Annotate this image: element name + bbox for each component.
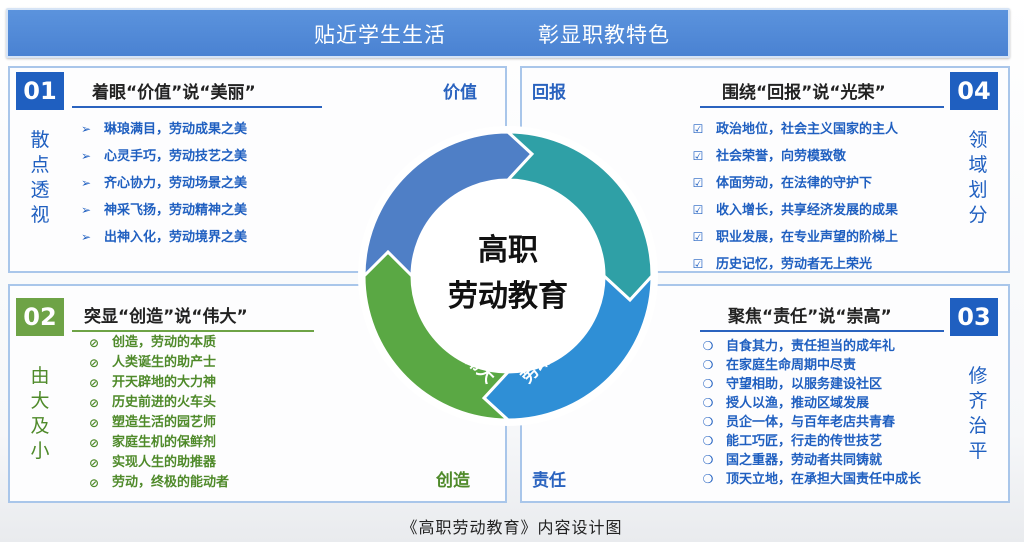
panel-reward-vertical-label: 领 域 划 分 — [966, 128, 990, 228]
panel-reward-title-underline — [700, 106, 944, 108]
panel-reward-tag: 回报 — [532, 83, 566, 103]
check-circle-icon: ⊘ — [88, 456, 100, 470]
check-circle-icon: ⊘ — [88, 396, 100, 410]
center-ring-diagram: 劳动最美丽 劳动最光荣 劳动最崇高 劳动最伟大 高职 劳动教育 — [358, 126, 658, 426]
center-title-line1: 高职 — [478, 233, 538, 268]
vertical-char: 平 — [968, 440, 988, 462]
check-circle-icon: ⊘ — [88, 416, 100, 430]
banner-right-text: 彰显职教特色 — [538, 23, 670, 47]
panel-create-title-underline — [72, 330, 314, 332]
arrow-bullet-icon: ➢ — [80, 122, 92, 136]
panel-create-number: 02 — [16, 298, 64, 336]
panel-reward-title: 围绕“回报”说“光荣” — [722, 83, 886, 103]
vertical-char: 由 — [30, 365, 50, 387]
checkbox-icon: ☑ — [692, 203, 704, 217]
vertical-char: 治 — [968, 415, 988, 437]
panel-create-vertical-label: 由 大 及 小 — [28, 364, 52, 464]
vertical-char: 领 — [968, 129, 988, 151]
circle-bullet-icon: ❍ — [702, 358, 714, 372]
panel-responsibility-title: 聚焦“责任”说“崇高” — [728, 307, 892, 327]
panel-value-vertical-label: 散 点 透 视 — [28, 128, 52, 228]
arrow-bullet-icon: ➢ — [80, 230, 92, 244]
vertical-char: 小 — [30, 440, 50, 462]
ring-inner-disc — [414, 182, 602, 370]
panel-create-title: 突显“创造”说“伟大” — [84, 307, 248, 327]
panel-responsibility-vertical-label: 修 齐 治 平 — [966, 364, 990, 464]
circle-bullet-icon: ❍ — [702, 434, 714, 448]
panel-value-title-underline — [72, 106, 322, 108]
header-banner: 贴近学生生活 彰显职教特色 — [6, 8, 1010, 58]
banner-left-text: 贴近学生生活 — [314, 23, 446, 47]
panel-responsibility-tag: 责任 — [532, 471, 566, 491]
panel-create-tag: 创造 — [436, 471, 470, 491]
arrow-bullet-icon: ➢ — [80, 203, 92, 217]
vertical-char: 齐 — [968, 390, 988, 412]
vertical-char: 透 — [30, 179, 50, 201]
check-circle-icon: ⊘ — [88, 476, 100, 490]
checkbox-icon: ☑ — [692, 149, 704, 163]
circle-bullet-icon: ❍ — [702, 377, 714, 391]
panel-value-title: 着眼“价值”说“美丽” — [92, 83, 256, 103]
arrow-bullet-icon: ➢ — [80, 176, 92, 190]
panel-responsibility-title-underline — [700, 330, 944, 332]
vertical-char: 分 — [968, 204, 988, 226]
checkbox-icon: ☑ — [692, 257, 704, 271]
panel-responsibility-number: 03 — [950, 298, 998, 336]
vertical-char: 域 — [968, 154, 988, 176]
check-circle-icon: ⊘ — [88, 376, 100, 390]
panel-reward-number: 04 — [950, 72, 998, 110]
circle-bullet-icon: ❍ — [702, 396, 714, 410]
ring-segment-bottom-left — [362, 249, 512, 422]
vertical-char: 点 — [30, 154, 50, 176]
panel-value-number: 01 — [16, 72, 64, 110]
vertical-char: 视 — [30, 204, 50, 226]
panel-value-tag: 价值 — [443, 83, 477, 103]
vertical-char: 及 — [30, 415, 50, 437]
check-circle-icon: ⊘ — [88, 436, 100, 450]
vertical-char: 修 — [968, 365, 988, 387]
vertical-char: 散 — [30, 129, 50, 151]
check-circle-icon: ⊘ — [88, 356, 100, 370]
circle-bullet-icon: ❍ — [702, 415, 714, 429]
check-circle-icon: ⊘ — [88, 336, 100, 350]
circle-bullet-icon: ❍ — [702, 472, 714, 486]
checkbox-icon: ☑ — [692, 176, 704, 190]
figure-caption: 《高职劳动教育》内容设计图 — [401, 518, 623, 537]
circle-bullet-icon: ❍ — [702, 339, 714, 353]
checkbox-icon: ☑ — [692, 122, 704, 136]
circle-bullet-icon: ❍ — [702, 453, 714, 467]
vertical-char: 大 — [30, 390, 50, 412]
arrow-bullet-icon: ➢ — [80, 149, 92, 163]
checkbox-icon: ☑ — [692, 230, 704, 244]
center-title-line2: 劳动教育 — [448, 279, 568, 314]
vertical-char: 划 — [968, 179, 988, 201]
